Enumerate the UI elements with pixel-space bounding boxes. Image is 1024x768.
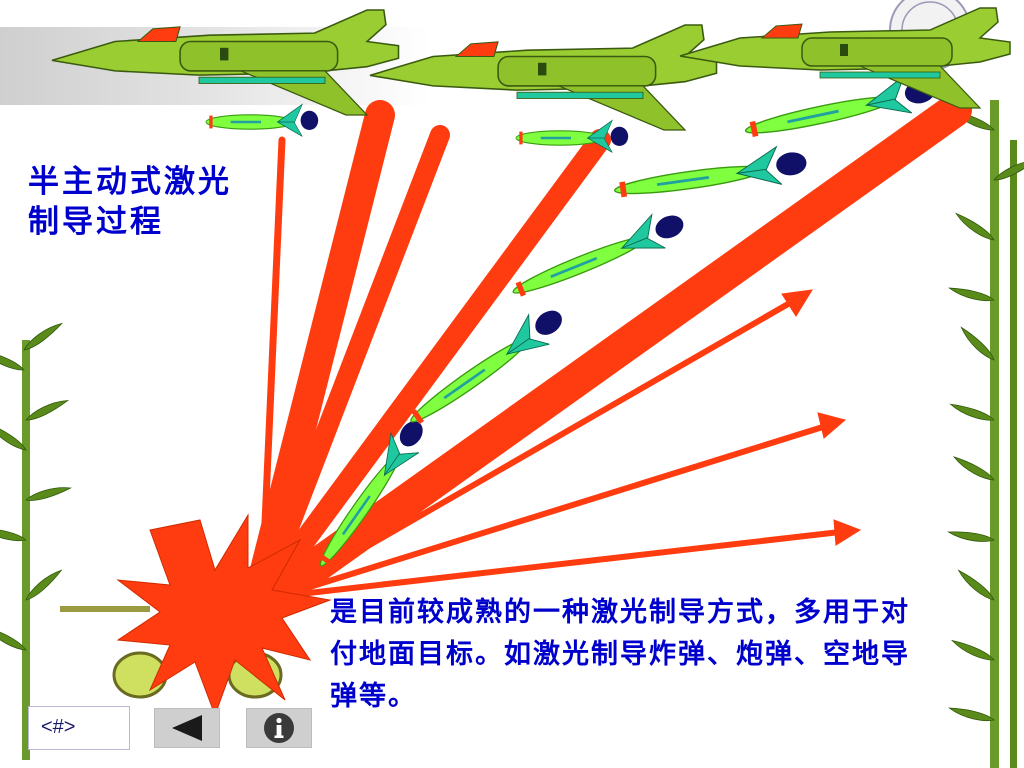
laser-beam bbox=[245, 100, 395, 605]
fighter-jet bbox=[51, 9, 400, 116]
reflection-arrow bbox=[299, 529, 841, 597]
aircraft-group bbox=[51, 7, 1011, 154]
reflection-arrows bbox=[298, 289, 862, 597]
laser-beams bbox=[245, 93, 972, 612]
reflection-arrow bbox=[299, 423, 827, 593]
munition bbox=[610, 141, 811, 209]
reflection-arrow bbox=[298, 297, 797, 588]
missile-under-jet bbox=[514, 119, 630, 154]
info-button[interactable] bbox=[246, 708, 312, 748]
laser-beam bbox=[255, 125, 450, 600]
slide-description: 是目前较成熟的一种激光制导方式，多用于对付地面目标。如激光制导炸弹、炮弹、空地导… bbox=[330, 597, 910, 712]
laser-beam bbox=[258, 93, 972, 612]
slide-title: 半主动式激光制导过程 bbox=[28, 164, 232, 240]
bamboo-right-decoration bbox=[947, 100, 1024, 768]
bamboo-left-decoration bbox=[0, 318, 72, 760]
info-icon bbox=[264, 713, 294, 743]
fighter-jet bbox=[679, 7, 1011, 109]
laser-beam bbox=[258, 136, 286, 594]
laser-beam bbox=[257, 129, 611, 601]
explosion-burst bbox=[116, 513, 332, 717]
previous-slide-button[interactable] bbox=[154, 708, 220, 748]
page-number-field: <#> bbox=[28, 706, 130, 750]
triangle-left-icon bbox=[172, 715, 202, 741]
missile-under-jet bbox=[204, 103, 320, 138]
fighter-jet bbox=[369, 24, 718, 131]
